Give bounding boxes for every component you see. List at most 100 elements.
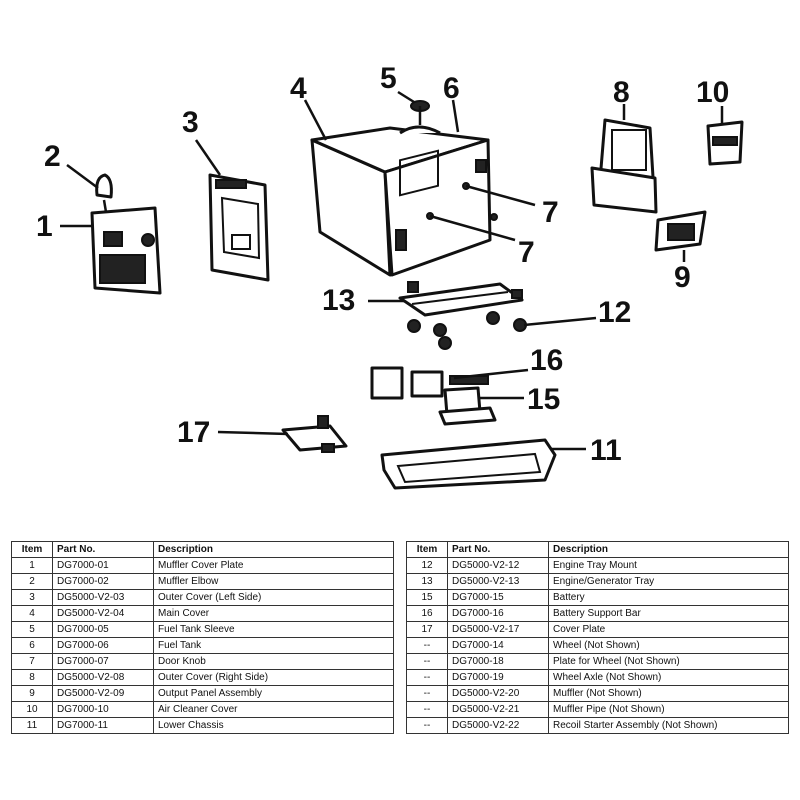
part-air-cleaner-cover (706, 120, 744, 166)
part-muffler-cover-plate (90, 206, 162, 295)
callout-8: 8 (613, 76, 630, 109)
cell-description: Air Cleaner Cover (153, 701, 394, 718)
cell-item: 7 (11, 653, 53, 670)
cell-item: 1 (11, 557, 53, 574)
cell-description: Plate for Wheel (Not Shown) (548, 653, 789, 670)
cell-description: Door Knob (153, 653, 394, 670)
cell-description: Recoil Starter Assembly (Not Shown) (548, 717, 789, 734)
part-engine-tray (398, 281, 524, 317)
part-tray-mounts (407, 311, 527, 350)
callout-7b: 7 (518, 236, 535, 269)
cell-description: Muffler Cover Plate (153, 557, 394, 574)
callout-12: 12 (598, 296, 631, 329)
cell-item: -- (406, 669, 448, 686)
callout-5: 5 (380, 62, 397, 95)
callout-2: 2 (44, 140, 61, 173)
callout-labels: 1 2 3 4 5 6 7 7 8 9 10 11 12 13 15 16 17 (36, 62, 729, 467)
table-header-row: Item Part No. Description (11, 541, 394, 558)
cell-item: -- (406, 637, 448, 654)
cell-item: 12 (406, 557, 448, 574)
cell-part-no: DG7000-02 (52, 573, 154, 590)
cell-part-no: DG5000-V2-12 (447, 557, 549, 574)
callout-1: 1 (36, 210, 53, 243)
header-description: Description (548, 541, 789, 558)
header-part-no: Part No. (52, 541, 154, 558)
cell-part-no: DG7000-19 (447, 669, 549, 686)
cell-item: -- (406, 653, 448, 670)
cell-description: Engine Tray Mount (548, 557, 789, 574)
part-battery (370, 366, 497, 426)
cell-part-no: DG5000-V2-09 (52, 685, 154, 702)
callout-7a: 7 (542, 196, 559, 229)
part-fuel-tank-sleeve (399, 100, 441, 135)
cell-item: -- (406, 685, 448, 702)
exploded-parts-diagram: 1 2 3 4 5 6 7 7 8 9 10 11 12 13 15 16 17 (36, 62, 744, 490)
part-output-panel (654, 210, 707, 252)
cell-item: 11 (11, 717, 53, 734)
cell-description: Muffler Pipe (Not Shown) (548, 701, 789, 718)
cell-part-no: DG5000-V2-03 (52, 589, 154, 606)
callout-13: 13 (322, 284, 355, 317)
cell-part-no: DG7000-18 (447, 653, 549, 670)
cell-description: Fuel Tank (153, 637, 394, 654)
cell-part-no: DG7000-06 (52, 637, 154, 654)
cell-part-no: DG5000-V2-22 (447, 717, 549, 734)
callout-4: 4 (290, 72, 307, 105)
cell-description: Wheel (Not Shown) (548, 637, 789, 654)
cell-part-no: DG7000-10 (52, 701, 154, 718)
callout-6: 6 (443, 72, 460, 105)
cell-part-no: DG5000-V2-21 (447, 701, 549, 718)
cell-part-no: DG5000-V2-04 (52, 605, 154, 622)
callout-15: 15 (527, 383, 560, 416)
cell-part-no: DG7000-14 (447, 637, 549, 654)
cell-description: Wheel Axle (Not Shown) (548, 669, 789, 686)
cell-description: Output Panel Assembly (153, 685, 394, 702)
cell-description: Muffler (Not Shown) (548, 685, 789, 702)
cell-part-no: DG5000-V2-20 (447, 685, 549, 702)
callout-3: 3 (182, 106, 199, 139)
callout-17: 17 (177, 416, 210, 449)
part-outer-cover-left (208, 173, 270, 282)
cell-part-no: DG7000-01 (52, 557, 154, 574)
cell-item: 10 (11, 701, 53, 718)
cell-part-no: DG7000-07 (52, 653, 154, 670)
cell-description: Cover Plate (548, 621, 789, 638)
cell-description: Engine/Generator Tray (548, 573, 789, 590)
cell-item: 3 (11, 589, 53, 606)
cell-description: Fuel Tank Sleeve (153, 621, 394, 638)
cell-item: 9 (11, 685, 53, 702)
cell-item: 2 (11, 573, 53, 590)
cell-part-no: DG5000-V2-17 (447, 621, 549, 638)
cell-item: -- (406, 701, 448, 718)
cell-description: Muffler Elbow (153, 573, 394, 590)
cell-description: Lower Chassis (153, 717, 394, 734)
cell-description: Outer Cover (Left Side) (153, 589, 394, 606)
cell-item: 4 (11, 605, 53, 622)
callout-11: 11 (590, 434, 622, 467)
cell-description: Main Cover (153, 605, 394, 622)
cell-item: -- (406, 717, 448, 734)
cell-item: 17 (406, 621, 448, 638)
cell-part-no: DG5000-V2-13 (447, 573, 549, 590)
part-cover-plate (281, 415, 348, 453)
cell-part-no: DG7000-05 (52, 621, 154, 638)
header-part-no: Part No. (447, 541, 549, 558)
